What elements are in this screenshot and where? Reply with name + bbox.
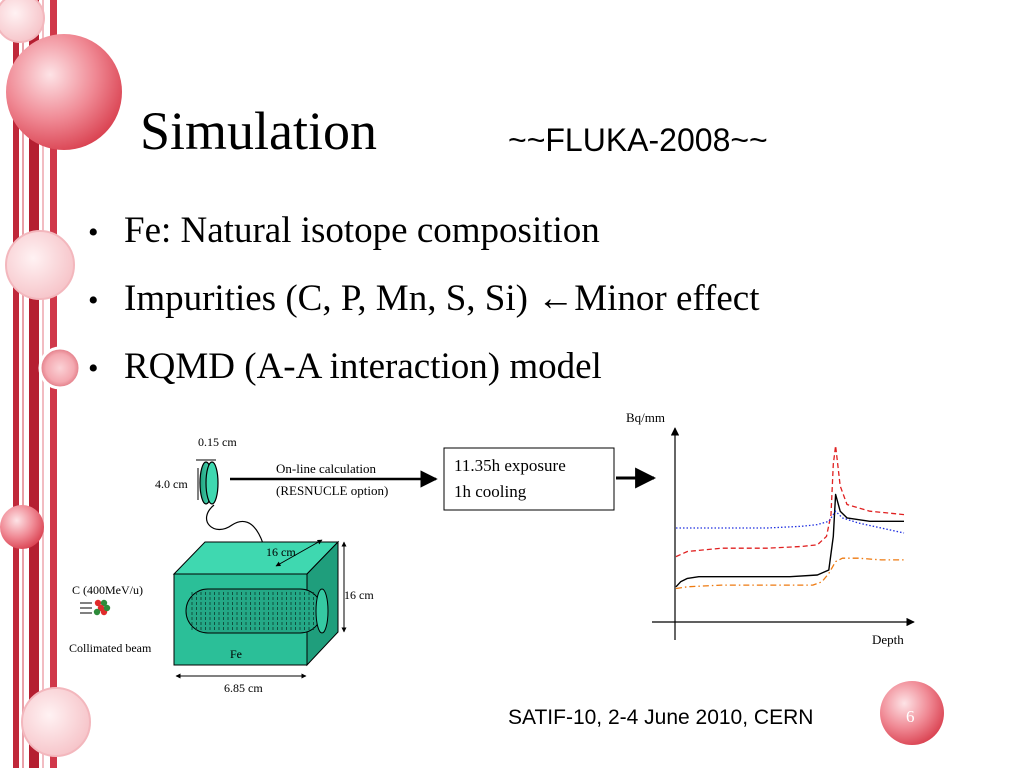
chart-series-line-3: [676, 510, 905, 534]
bullet-dot: •: [88, 284, 99, 317]
detector-disk: [199, 461, 219, 505]
bullet-text: Fe: Natural isotope composition: [124, 210, 600, 251]
bullet-item: • RQMD (A-A interaction) model: [88, 334, 760, 402]
page-number-badge: [880, 681, 944, 745]
carbon-nucleus-icon: [93, 599, 111, 616]
chart-series-layer: [675, 445, 905, 590]
depth-dimension: [275, 539, 323, 567]
bullet-item: • Fe: Natural isotope composition: [88, 198, 760, 266]
chart-series-line-2: [675, 445, 905, 558]
slide-title: Simulation: [140, 101, 378, 161]
beam-lines: [80, 602, 92, 614]
calculation-label-line2: (RESNUCLE option): [276, 483, 388, 498]
page-number: 6: [906, 707, 915, 726]
block-length-label: 6.85 cm: [224, 681, 263, 695]
footer-text: SATIF-10, 2-4 June 2010, CERN: [508, 706, 814, 729]
bullet-text: Impurities (C, P, Mn, S, Si) ←Minor effe…: [124, 278, 760, 319]
result-line2: 1h cooling: [454, 482, 527, 501]
detector-thickness-label: 0.15 cm: [198, 435, 237, 449]
block-height-label: 16 cm: [344, 588, 374, 602]
collimated-beam-label: Collimated beam: [69, 641, 152, 655]
bullet-item: • Impurities (C, P, Mn, S, Si) ←Minor eff…: [88, 266, 760, 334]
block-material-label: Fe: [230, 647, 242, 661]
bullet-list: • Fe: Natural isotope composition • Impuri…: [88, 198, 760, 402]
detector-stack: [185, 588, 329, 634]
result-box: [443, 447, 615, 511]
chart-series-line-1: [675, 493, 904, 588]
chart-x-label: Depth: [872, 632, 904, 647]
bullet-text: RQMD (A-A interaction) model: [124, 346, 602, 387]
slide-subtitle: ~~FLUKA-2008~~: [508, 122, 768, 158]
detector-diameter-label: 4.0 cm: [155, 477, 188, 491]
bullet-dot: •: [88, 352, 99, 385]
bullet-dot: •: [88, 216, 99, 249]
block-depth-label: 16 cm: [266, 545, 296, 559]
chart-y-label: Bq/mm: [626, 410, 665, 425]
decorative-circles: [0, 0, 122, 757]
detector-stack-lines: [191, 592, 314, 630]
result-line1: 11.35h exposure: [454, 456, 566, 475]
calculation-label-line1: On-line calculation: [276, 461, 376, 476]
chart-series-line-4: [675, 557, 904, 590]
beam-label: C (400MeV/u): [72, 583, 143, 597]
